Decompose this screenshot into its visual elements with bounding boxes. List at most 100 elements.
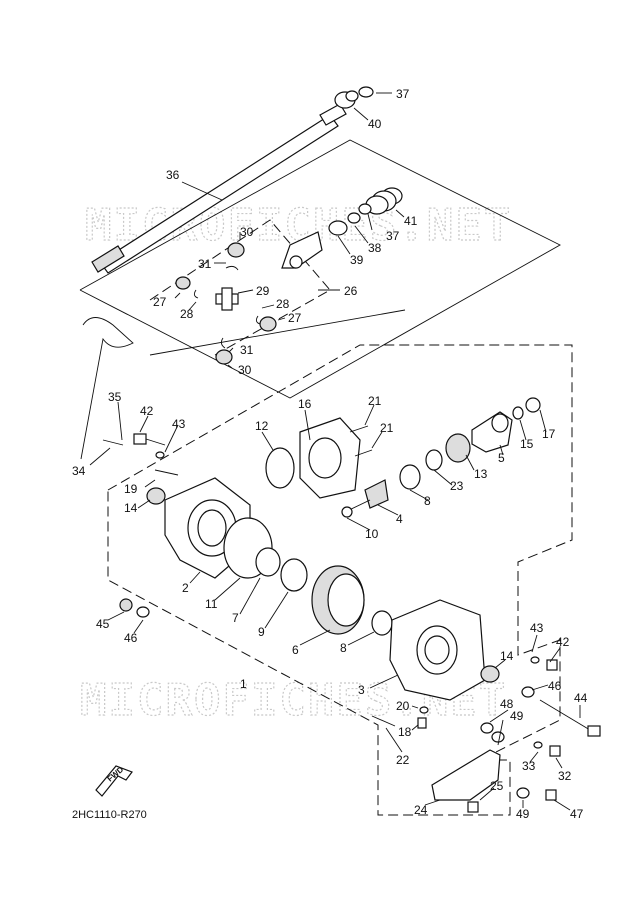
oil-seal-14-left bbox=[146, 487, 166, 505]
bolt-21-upper bbox=[349, 425, 369, 433]
washer-43-upper bbox=[155, 451, 165, 459]
callout-labels: 37 40 36 41 37 38 39 30 31 29 28 28 27 2… bbox=[72, 87, 588, 821]
callout-4: 4 bbox=[396, 512, 403, 526]
shaft-collar bbox=[334, 90, 359, 109]
bearing-cup-left bbox=[175, 276, 191, 290]
callout-21-lower: 21 bbox=[380, 421, 394, 435]
callout-17: 17 bbox=[542, 427, 556, 441]
callout-19: 19 bbox=[124, 482, 138, 496]
callout-49-upper: 49 bbox=[510, 709, 524, 723]
bearing-cup-bottom bbox=[215, 349, 233, 365]
callout-30-top: 30 bbox=[240, 225, 254, 239]
callout-8-upper: 8 bbox=[424, 494, 431, 508]
callout-5: 5 bbox=[498, 451, 505, 465]
nut-10 bbox=[341, 506, 353, 518]
bearing-cup-top bbox=[227, 242, 245, 258]
pin-19 bbox=[154, 469, 179, 476]
washer-46-right bbox=[521, 686, 535, 698]
oil-seal-14-right bbox=[480, 665, 500, 683]
washer-46-left bbox=[136, 606, 150, 618]
callout-13: 13 bbox=[474, 467, 488, 481]
callout-7: 7 bbox=[232, 611, 239, 625]
callout-46-left: 46 bbox=[124, 631, 138, 645]
circlip-23 bbox=[425, 449, 443, 471]
differential-group-outline bbox=[107, 344, 573, 816]
callout-35: 35 bbox=[108, 390, 122, 404]
circlip-28-right bbox=[255, 315, 261, 325]
nut-32 bbox=[549, 745, 561, 757]
nut-45 bbox=[119, 598, 133, 612]
callout-25: 25 bbox=[490, 779, 504, 793]
oil-seal-13 bbox=[445, 433, 471, 463]
callout-3: 3 bbox=[358, 683, 365, 697]
callout-32: 32 bbox=[558, 769, 572, 783]
shaft-group-outline bbox=[79, 139, 561, 399]
shim-7 bbox=[255, 547, 281, 577]
differential-housing-3 bbox=[389, 599, 486, 701]
callout-42-upper: 42 bbox=[140, 404, 154, 418]
callout-23: 23 bbox=[450, 479, 464, 493]
callout-37-mid: 37 bbox=[386, 229, 400, 243]
fwd-label: FWD bbox=[106, 765, 126, 784]
callout-24: 24 bbox=[414, 803, 428, 817]
callout-31-bottom: 31 bbox=[240, 343, 254, 357]
yoke bbox=[281, 231, 323, 269]
callout-46-right: 46 bbox=[548, 679, 562, 693]
bolt-47 bbox=[545, 789, 557, 801]
callout-11: 11 bbox=[205, 597, 218, 611]
bolt-22 bbox=[371, 715, 396, 727]
bearing-9 bbox=[280, 558, 308, 592]
callout-8-lower: 8 bbox=[340, 641, 347, 655]
bolt-21-lower bbox=[354, 449, 373, 457]
washer-43-lower bbox=[530, 656, 540, 664]
fwd-arrow: FWD bbox=[95, 765, 133, 797]
callout-27-left: 27 bbox=[153, 295, 167, 309]
callout-14-right: 14 bbox=[500, 649, 514, 663]
gasket-20 bbox=[419, 706, 429, 714]
callout-18: 18 bbox=[398, 725, 412, 739]
callout-36: 36 bbox=[166, 168, 180, 182]
spider-cross bbox=[215, 287, 239, 311]
spring bbox=[328, 220, 348, 236]
callout-47: 47 bbox=[570, 807, 584, 821]
boot-ring bbox=[358, 203, 372, 215]
callout-15: 15 bbox=[520, 437, 534, 451]
bearing-8-upper bbox=[399, 464, 421, 490]
callout-33: 33 bbox=[522, 759, 536, 773]
collar-49-upper bbox=[491, 731, 505, 743]
nut-17 bbox=[525, 397, 541, 413]
callout-43-lower: 43 bbox=[530, 621, 544, 635]
callout-44: 44 bbox=[574, 691, 588, 705]
bracket-24 bbox=[431, 749, 501, 801]
callout-2: 2 bbox=[182, 581, 189, 595]
through-bolt-44 bbox=[539, 699, 601, 737]
pinion-gear-4 bbox=[344, 479, 389, 513]
bearing-cup-right bbox=[259, 316, 277, 332]
callout-22: 22 bbox=[396, 753, 410, 767]
leader-lines bbox=[89, 92, 581, 811]
callout-45: 45 bbox=[96, 617, 110, 631]
callout-30-bottom: 30 bbox=[238, 363, 252, 377]
callout-40: 40 bbox=[368, 117, 382, 131]
diagram-code: 2HC1110-R270 bbox=[72, 809, 147, 821]
shaft-group-divider bbox=[149, 309, 406, 356]
snap-ring-top bbox=[358, 86, 374, 98]
callout-12: 12 bbox=[255, 419, 269, 433]
drain-plug-18 bbox=[417, 717, 427, 729]
callout-16: 16 bbox=[298, 397, 312, 411]
bearing-8-lower bbox=[371, 610, 393, 636]
gear-case-16 bbox=[299, 417, 361, 499]
collar-49-lower bbox=[516, 787, 530, 799]
callout-28-right: 28 bbox=[276, 297, 290, 311]
callout-21-upper: 21 bbox=[368, 394, 382, 408]
coupling-5 bbox=[471, 411, 513, 453]
washer-33 bbox=[533, 741, 543, 749]
boot-clip bbox=[347, 212, 361, 224]
callout-1: 1 bbox=[240, 677, 247, 691]
bolt-42-upper bbox=[133, 433, 166, 446]
washer-15 bbox=[512, 406, 524, 420]
hose-clip bbox=[102, 439, 124, 446]
callout-41: 41 bbox=[404, 214, 418, 228]
callout-48: 48 bbox=[500, 697, 514, 711]
